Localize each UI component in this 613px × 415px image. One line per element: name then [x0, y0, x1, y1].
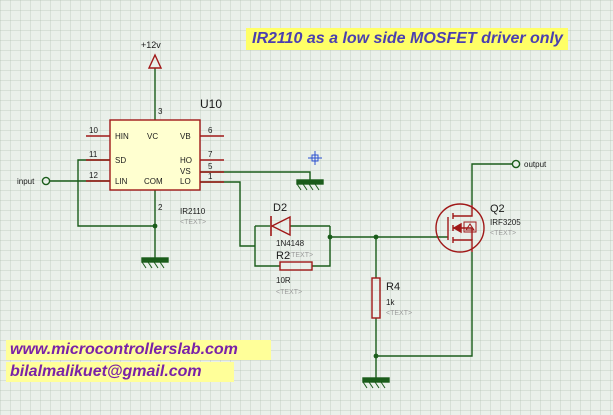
diode-part: 1N4148 [276, 239, 305, 248]
pin-lo-name: LO [180, 177, 191, 186]
output-label: output [524, 160, 547, 169]
ic-part: IR2110 [180, 207, 206, 216]
supply-label: +12v [141, 40, 161, 50]
pin-vb-num: 6 [208, 126, 213, 135]
wire-parallel-left [254, 226, 280, 267]
junctions [152, 223, 379, 359]
pin-hin-name: HIN [115, 132, 129, 141]
pin-hin-num: 10 [89, 126, 98, 135]
r4-text-placeholder: <TEXT> [386, 310, 412, 317]
terminal-circle-icon [511, 159, 521, 169]
pin-ho-name: HO [180, 156, 192, 165]
junction-dot [327, 234, 333, 240]
ground-bottom[interactable] [362, 377, 390, 389]
power-terminal[interactable] [147, 53, 163, 69]
r4-value: 1k [386, 298, 395, 307]
resistor-r2[interactable]: R2 10R <TEXT> [276, 250, 313, 296]
ground-icon [141, 257, 169, 263]
diode-ref: D2 [273, 202, 287, 214]
pin-sd-num: 11 [89, 150, 98, 159]
pin-lo-num: 1 [208, 172, 213, 181]
wire-vs-ground [200, 171, 311, 180]
pin-ho-num: 7 [208, 150, 213, 159]
junction-dot [373, 234, 379, 240]
wire-lo [200, 181, 255, 247]
junction-dot [152, 223, 158, 229]
mosfet-body-icon [435, 203, 485, 253]
resistor-icon [279, 261, 313, 271]
resistor-r4[interactable]: R4 1k <TEXT> [371, 277, 412, 319]
ic-ref: U10 [200, 97, 222, 111]
q2-part: IRF3205 [490, 218, 521, 227]
mosfet-q2[interactable]: Q2 IRF3205 <TEXT> [435, 203, 521, 253]
ground-icon [296, 179, 324, 185]
junction-dot [373, 353, 379, 359]
wires [50, 68, 512, 378]
pin-vb-name: VB [180, 132, 191, 141]
diode-text-placeholder: <TEXT> [287, 252, 313, 259]
output-terminal[interactable]: output [511, 159, 547, 169]
r4-ref: R4 [386, 281, 400, 293]
title-banner: IR2110 as a low side MOSFET driver only [246, 28, 568, 50]
wire-source [376, 252, 473, 357]
ic-body [109, 119, 201, 191]
power-arrow-icon [147, 53, 163, 69]
website-text: www.microcontrollerslab.com [6, 340, 271, 360]
ground-vs[interactable] [296, 179, 324, 191]
pin-vs-num: 5 [208, 162, 213, 171]
ic-text-placeholder: <TEXT> [180, 219, 206, 226]
input-label: input [17, 177, 35, 186]
q2-ref: Q2 [490, 203, 505, 215]
pin-lin-num: 12 [89, 171, 98, 180]
terminal-circle-icon [41, 176, 51, 186]
wire-drain-output [471, 163, 512, 205]
pin-vs-name: VS [180, 167, 191, 176]
pin-sd-name: SD [115, 156, 126, 165]
resistor-icon [371, 277, 381, 319]
pin-com-num: 2 [158, 203, 163, 212]
pin-com-name: COM [144, 177, 163, 186]
ic-u10[interactable]: HIN SD LIN VC COM VB HO VS LO 10 11 12 3… [86, 97, 224, 226]
wire-parallel-right [312, 226, 331, 267]
pin-vc-name: VC [147, 132, 158, 141]
diode-d2[interactable]: D2 1N4148 <TEXT> [270, 202, 313, 259]
r2-ref: R2 [276, 250, 290, 262]
q2-text-placeholder: <TEXT> [490, 230, 516, 237]
r2-value: 10R [276, 276, 291, 285]
mosfet-arrow-icon [452, 222, 462, 234]
pin-vc-num: 3 [158, 107, 163, 116]
pin-lin-name: LIN [115, 177, 128, 186]
r2-text-placeholder: <TEXT> [276, 289, 302, 296]
crosshair-cursor-icon [308, 151, 322, 165]
diode-icon [270, 215, 291, 237]
email-text: bilalmalikuet@gmail.com [6, 362, 234, 382]
ground-ic[interactable] [141, 257, 169, 269]
input-terminal[interactable]: input [17, 176, 51, 186]
ground-icon [362, 377, 390, 383]
